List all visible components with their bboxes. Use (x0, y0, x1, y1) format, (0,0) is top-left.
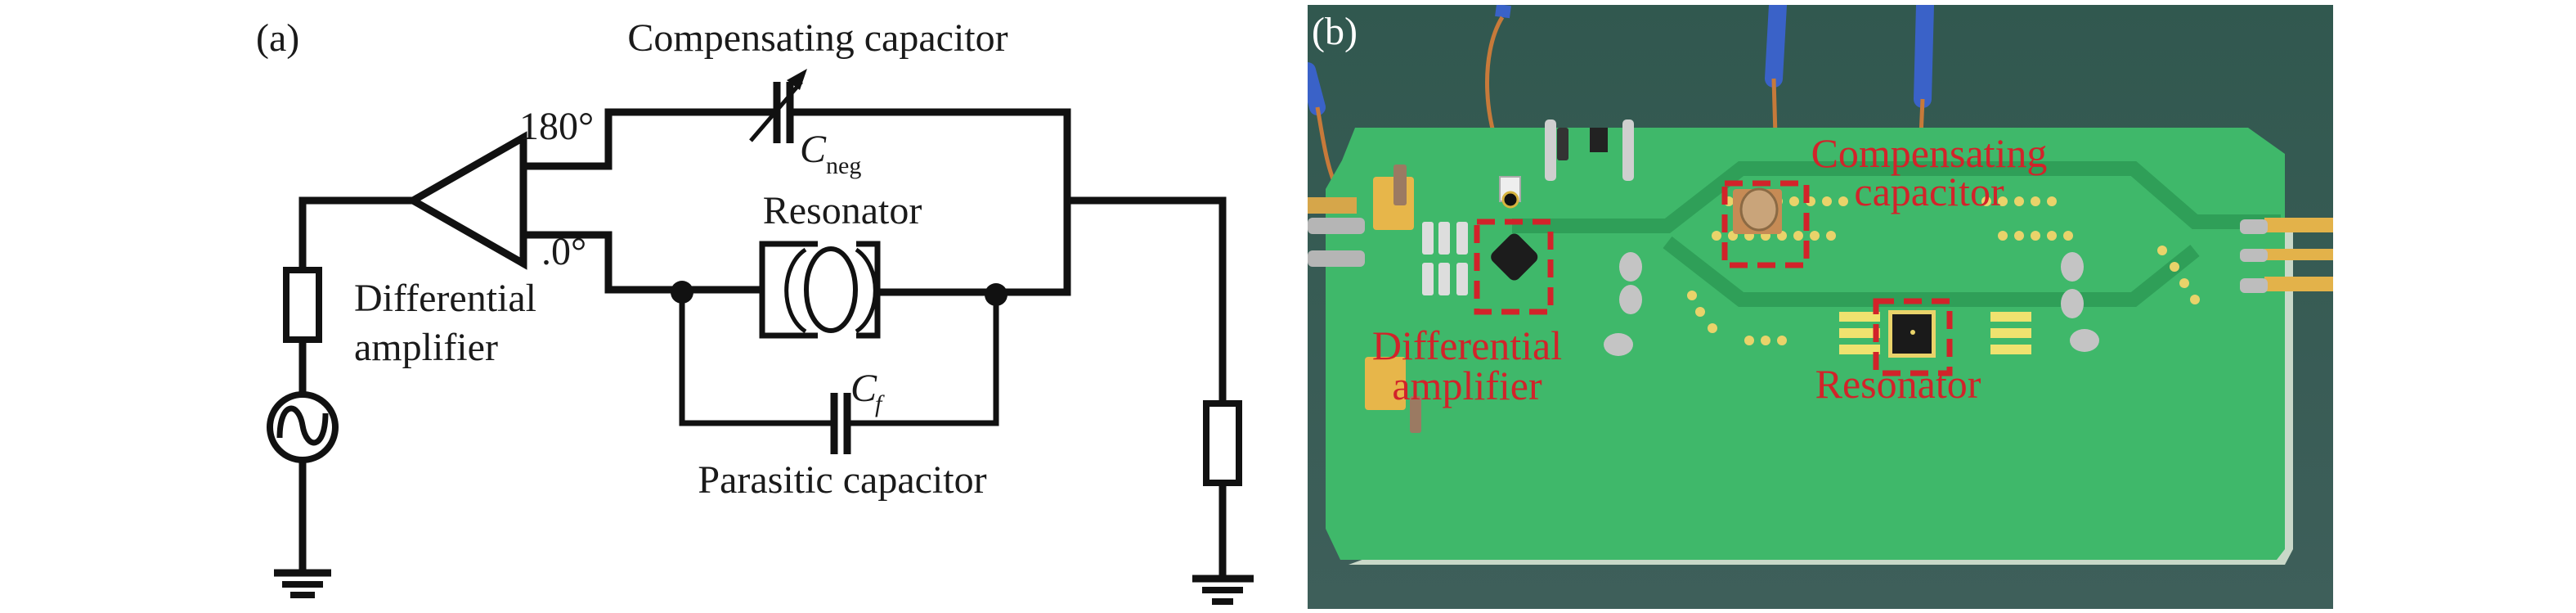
components (1308, 119, 2333, 433)
differential-amplifier-label-1: Differential (354, 277, 536, 320)
wire-180 (519, 108, 781, 170)
c-neg-subscript: neg (826, 152, 861, 179)
parasitic-capacitor-icon (830, 393, 851, 454)
resonator-highlight-box (1873, 298, 1953, 376)
ground-icon (274, 569, 331, 598)
source-resistor-icon (283, 267, 322, 343)
differential-amplifier-label-2: amplifier (354, 326, 498, 369)
c-neg-symbol: C (800, 128, 827, 171)
c-f-symbol: C (850, 367, 877, 410)
ac-source-icon (267, 391, 339, 463)
c-f-subscript: f (875, 390, 885, 417)
variable-capacitor-icon (749, 69, 807, 143)
panel-a-tag: (a) (256, 16, 299, 60)
resonator-label: Resonator (763, 189, 922, 232)
compensating-annotation-1: Compensating (1811, 130, 2048, 176)
output-wire (1063, 196, 1227, 577)
load-resistor-icon (1203, 400, 1242, 486)
pcb-board (1326, 128, 2293, 565)
phase-180-label: 180° (519, 105, 594, 148)
compensating-annotation-2: capacitor (1854, 169, 2004, 214)
differential-amplifier-icon (405, 131, 527, 270)
parasitic-capacitor-label: Parasitic capacitor (698, 458, 986, 502)
wire-cf-left (679, 292, 834, 426)
panel-b-photo: (b) Compensating capacitor Differential … (1308, 5, 2333, 609)
input-wire (298, 196, 417, 577)
source-branch (267, 196, 417, 598)
pads (1839, 312, 2031, 354)
resonator-icon (759, 241, 881, 339)
panel-b-tag: (b) (1312, 10, 1358, 53)
resonator-annotation: Resonator (1815, 361, 1981, 407)
wire-top-right (786, 108, 1071, 295)
ground-icon (1192, 575, 1254, 605)
panel-a-schematic: (a) 180° .0° Differential amplifier (256, 16, 1254, 605)
wire-cf-right (847, 295, 999, 426)
differential-annotation-1: Differential (1372, 322, 1562, 368)
compensating-capacitor-highlight-box (1721, 180, 1810, 268)
amplifier-highlight-box (1474, 219, 1554, 315)
highlight-boxes (1474, 180, 1953, 376)
compensating-capacitor-label: Compensating capacitor (627, 16, 1008, 60)
differential-annotation-2: amplifier (1392, 363, 1542, 408)
